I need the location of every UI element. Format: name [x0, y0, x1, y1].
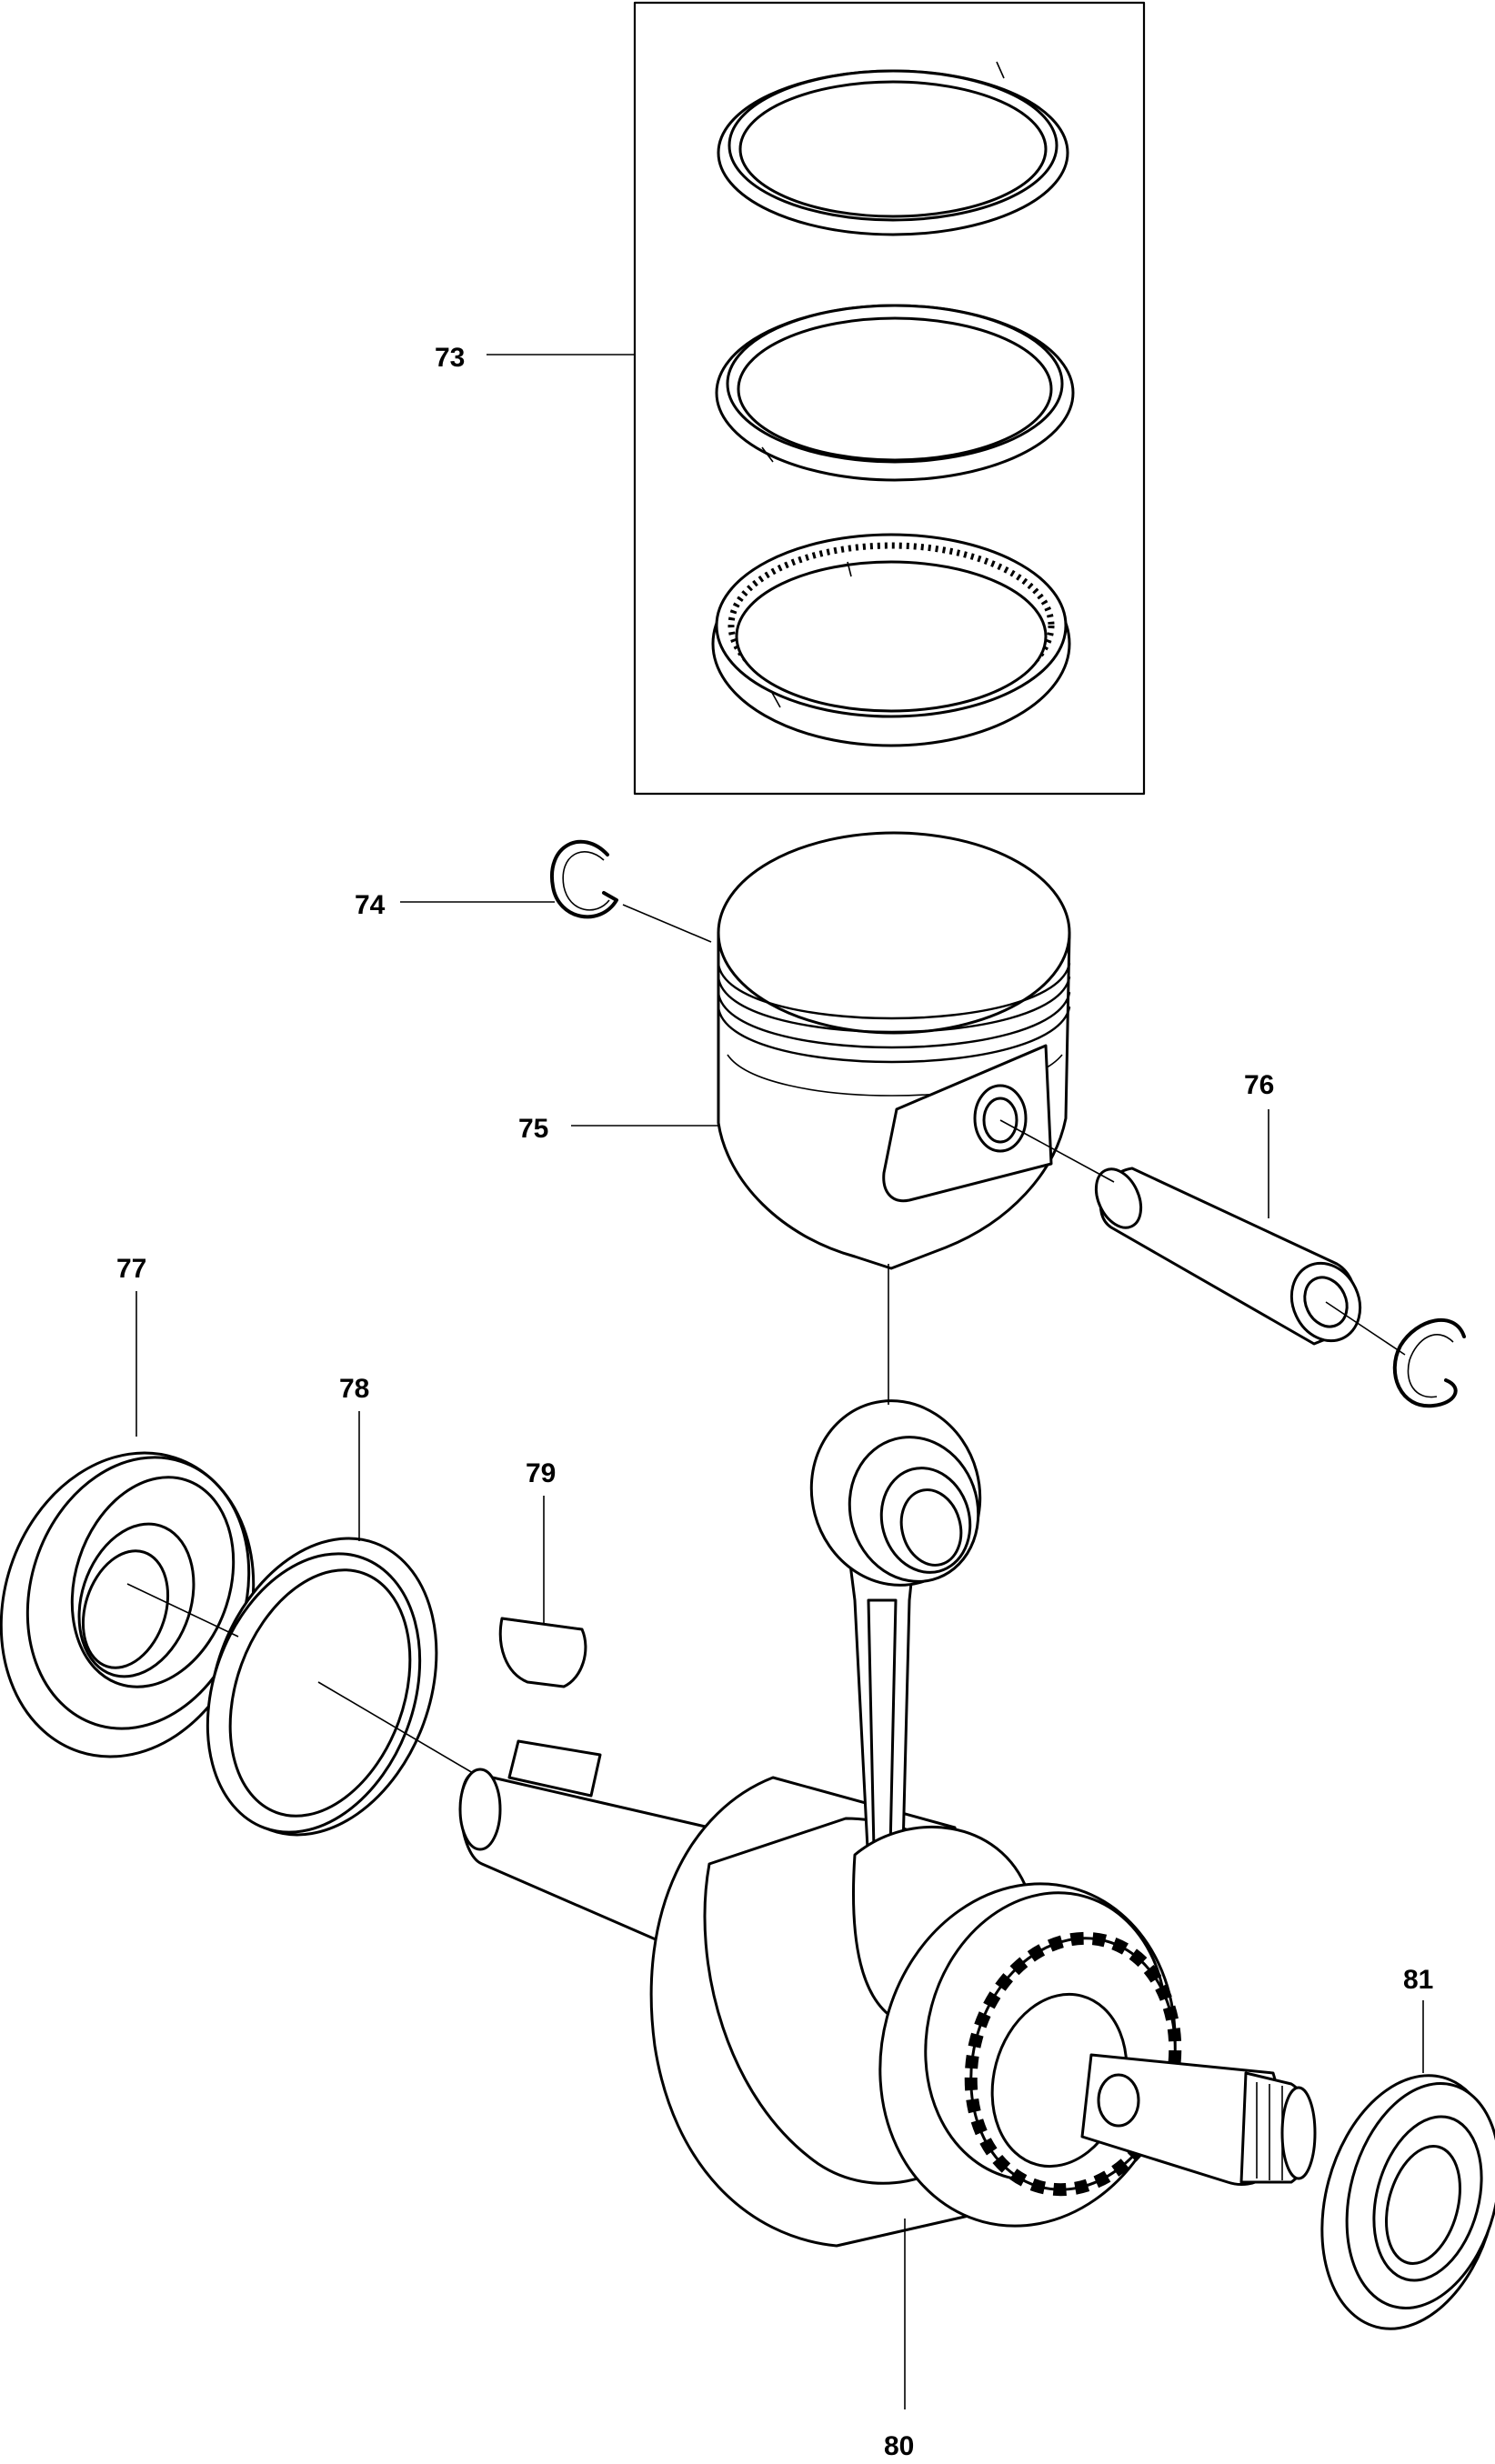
crankshaft-assembly: [458, 1399, 1317, 2248]
leader-76c: [1325, 1301, 1406, 1356]
callout-79: 79: [526, 1458, 556, 1488]
oil-ring-expander: [711, 533, 1071, 747]
circlip-upper: [549, 839, 618, 919]
leader-77b: [126, 1583, 239, 1638]
callout-78: 78: [339, 1374, 369, 1404]
left-oil-seal: [0, 1451, 256, 1758]
piston-ring-second: [715, 304, 1075, 482]
piston-pin: [1094, 1167, 1362, 1346]
callout-80: 80: [884, 2431, 914, 2461]
callout-labels: 73 74 75 76 77 78 79 80 81: [116, 343, 1433, 2461]
leader-74b: [622, 904, 712, 943]
woodruff-key: [498, 1617, 587, 1688]
leader-78b: [317, 1681, 474, 1774]
leader-76b: [999, 1119, 1115, 1183]
callout-81: 81: [1403, 1965, 1433, 1995]
piston-ring-set: [633, 1, 1146, 796]
piston: [717, 831, 1071, 1270]
right-oil-seal: [1320, 2074, 1495, 2330]
callout-77: 77: [116, 1254, 146, 1284]
callout-76: 76: [1244, 1070, 1274, 1100]
circlip-lower: [1392, 1318, 1466, 1408]
shim-washer: [206, 1537, 438, 1837]
callout-75: 75: [518, 1114, 548, 1144]
leader-lines: [126, 354, 1424, 2409]
piston-ring-top: [717, 61, 1069, 236]
callout-73: 73: [435, 343, 465, 373]
callout-74: 74: [355, 890, 386, 920]
